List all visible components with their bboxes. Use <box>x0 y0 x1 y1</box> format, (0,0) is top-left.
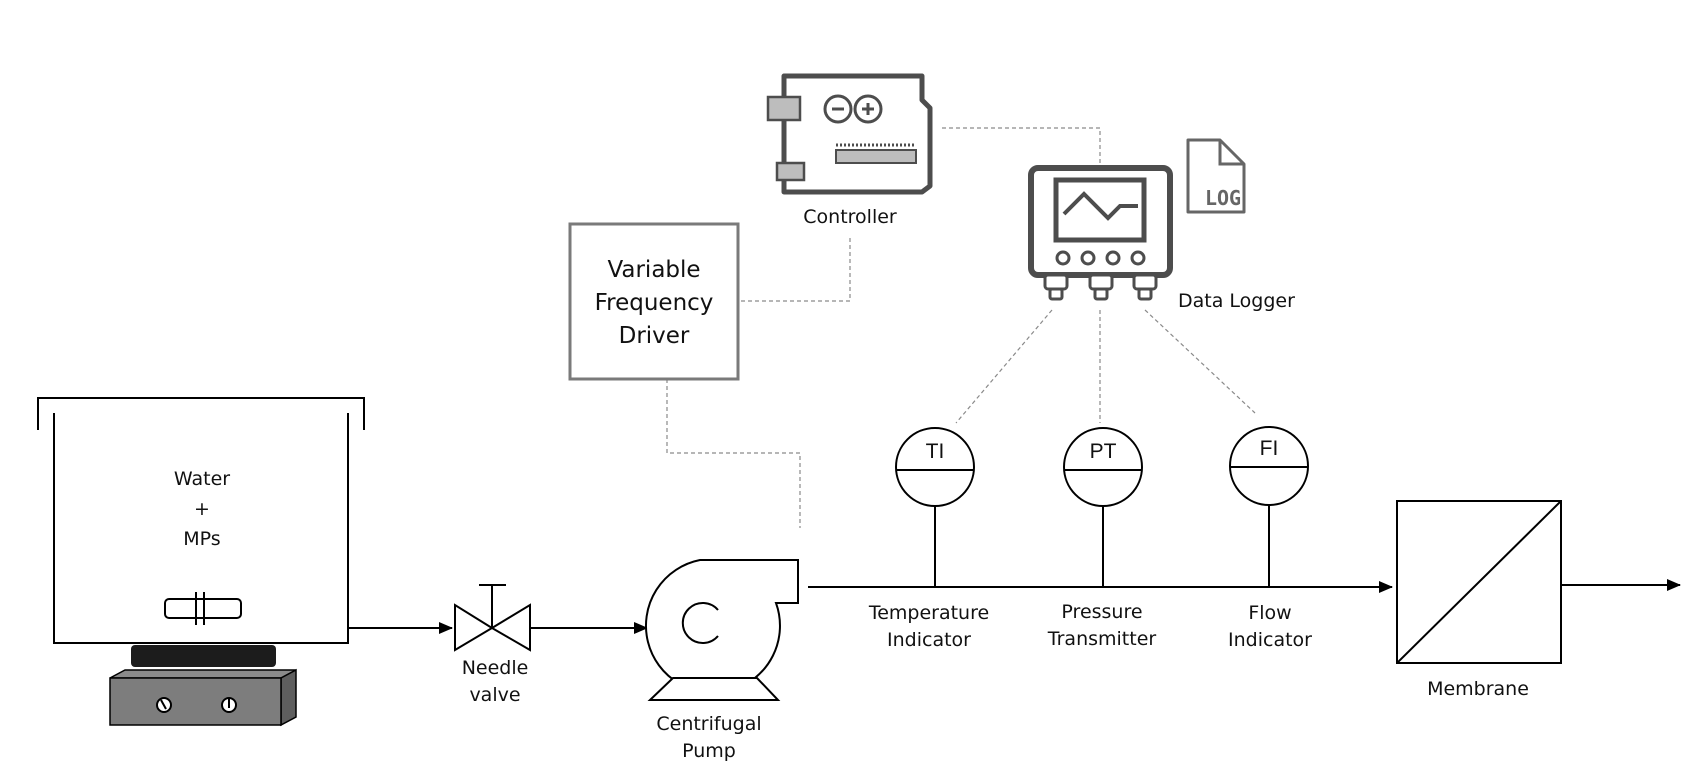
pump-label-line-2: Pump <box>682 740 736 762</box>
vfd-box <box>568 222 740 381</box>
data-logger-label: Data Logger <box>1178 290 1295 312</box>
tank: Water + MPs <box>37 397 365 644</box>
stirrer-plate-icon <box>109 645 297 727</box>
instrument-ti-label-line-2: Indicator <box>887 629 971 651</box>
needle-valve-label-line-1: Needle <box>462 657 529 679</box>
instrument-ti-label-line-1: Temperature <box>868 602 989 624</box>
needle-valve-icon <box>454 584 531 652</box>
needle-valve-label-line-2: valve <box>469 684 520 706</box>
log-file-icon: LOG <box>1186 138 1246 214</box>
pump-label-line-1: Centrifugal <box>656 713 761 735</box>
instrument-tag: FI <box>1260 437 1279 460</box>
centrifugal-pump-icon <box>645 559 799 701</box>
signal-logger-ti <box>955 309 1053 424</box>
instrument-ti: TI <box>895 427 975 587</box>
vfd-label-line-3: Driver <box>619 323 690 349</box>
instrument-pt: PT <box>1063 427 1143 587</box>
instrument-pt-label-line-1: Pressure <box>1061 601 1142 623</box>
instrument-pt-label-line-2: Transmitter <box>1047 628 1157 650</box>
tank-label-line-1: Water <box>174 468 230 490</box>
signal-logger-fi <box>1144 309 1256 414</box>
controller-label: Controller <box>803 206 897 228</box>
controller-board-icon <box>766 73 933 195</box>
instrument-tag: TI <box>926 440 945 463</box>
vfd-label-line-1: Variable <box>607 257 700 283</box>
instrument-fi-label-line-2: Indicator <box>1228 629 1312 651</box>
instrument-bubble <box>895 427 975 507</box>
pipes <box>348 579 1681 634</box>
membrane-icon <box>1396 500 1562 664</box>
stir-bar-icon <box>164 592 242 625</box>
signal-controller-vfd <box>738 238 851 302</box>
log-file-badge: LOG <box>1205 186 1241 210</box>
instrument-fi: FI <box>1229 426 1309 587</box>
tank-label-line-3: MPs <box>183 528 220 550</box>
data-logger-icon <box>1028 165 1173 301</box>
signal-lines <box>666 127 1256 528</box>
membrane-label: Membrane <box>1427 678 1529 700</box>
tank-lid <box>37 397 365 430</box>
signal-vfd-pump <box>666 379 801 528</box>
instrument-bubble <box>1063 427 1143 507</box>
signal-controller-logger <box>942 127 1101 168</box>
vfd-label-line-2: Frequency <box>595 290 714 316</box>
tank-label-line-2: + <box>194 498 210 520</box>
tank-body <box>53 413 349 644</box>
instrument-tag: PT <box>1090 440 1117 463</box>
instrument-fi-label-line-1: Flow <box>1248 602 1291 624</box>
